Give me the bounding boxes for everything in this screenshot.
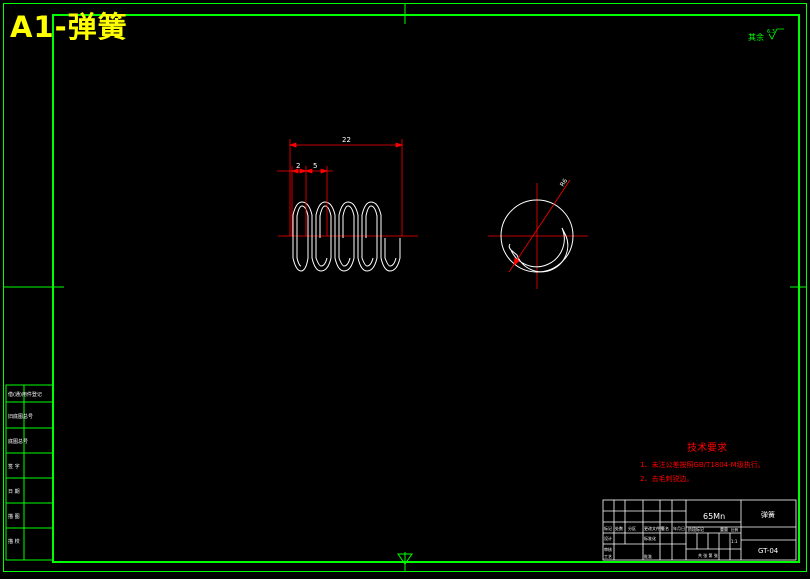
title-block-material: 65Mn (703, 512, 725, 521)
radius-leader (508, 179, 571, 273)
sheet-title: A1-弹簧 (10, 10, 128, 44)
title-block-label-change-doc: 更改文件号 (644, 525, 664, 531)
title-block-label-stage: 阶段标记 (688, 526, 704, 532)
title-block-label-mark: 标记 (604, 525, 612, 531)
end-view-outer-circle (500, 199, 574, 273)
inner-frame (52, 14, 800, 563)
spring-end-view: R6 (488, 177, 588, 289)
spring-side-view: 22 2 5 (277, 136, 418, 272)
roughness-note: 其余 (748, 32, 764, 42)
end-view-inner-arc (510, 227, 569, 273)
title-block-part-name: 弹簧 (761, 510, 775, 519)
dimension-pitch (277, 166, 333, 236)
dim-radius-text: R6 (559, 177, 569, 188)
tech-req-item-1: 1、未注公差按照GB/T1804-M级执行。 (640, 460, 765, 469)
title-block-label-weight: 重量 (720, 526, 728, 532)
title-block-sheet-info: 共 张 第 张 (698, 552, 718, 558)
centering-marks (4, 4, 806, 571)
dim-total-text: 22 (342, 136, 351, 144)
outer-border (3, 3, 807, 572)
roughness-value: 6.3 (767, 29, 775, 35)
dimension-total-length (288, 139, 404, 236)
left-strip-label-3: 底图总号 (8, 438, 28, 445)
dim-wire-text: 2 (296, 162, 300, 170)
title-block-ratio: 1:1 (731, 539, 738, 544)
left-strip (5, 384, 54, 561)
title-block-label-sign: 签名 (661, 525, 669, 531)
tech-req-item-2: 2、去毛刺锐边。 (640, 474, 693, 483)
title-block-label-review: 审核 (604, 546, 612, 552)
spring-coils (292, 201, 401, 272)
left-strip-label-2: 旧底图总号 (8, 413, 33, 420)
title-block-label-approve: 批准 (644, 553, 652, 559)
left-strip-label-7: 描 校 (8, 538, 20, 545)
roughness-symbol (768, 28, 784, 40)
left-strip-label-4: 签 字 (8, 463, 20, 470)
title-block-label-date: 年月日 (673, 525, 685, 531)
title-block-drawing-no: GT-04 (758, 547, 779, 555)
title-block-label-zone: 分区 (628, 525, 636, 531)
title-block (602, 499, 797, 561)
left-strip-label-1: 借(通)用件登记 (8, 391, 42, 398)
left-strip-label-5: 日 期 (8, 489, 20, 495)
dim-pitch-text: 5 (313, 162, 317, 170)
title-block-label-process: 工艺 (604, 554, 612, 559)
tech-req-heading: 技术要求 (687, 441, 727, 454)
title-block-label-count: 处数 (615, 525, 623, 531)
left-strip-label-6: 描 图 (8, 513, 20, 520)
title-block-label-design: 设计 (604, 535, 612, 541)
title-block-label-standardize: 标准化 (644, 535, 656, 541)
title-block-label-scale: 比例 (731, 527, 739, 532)
